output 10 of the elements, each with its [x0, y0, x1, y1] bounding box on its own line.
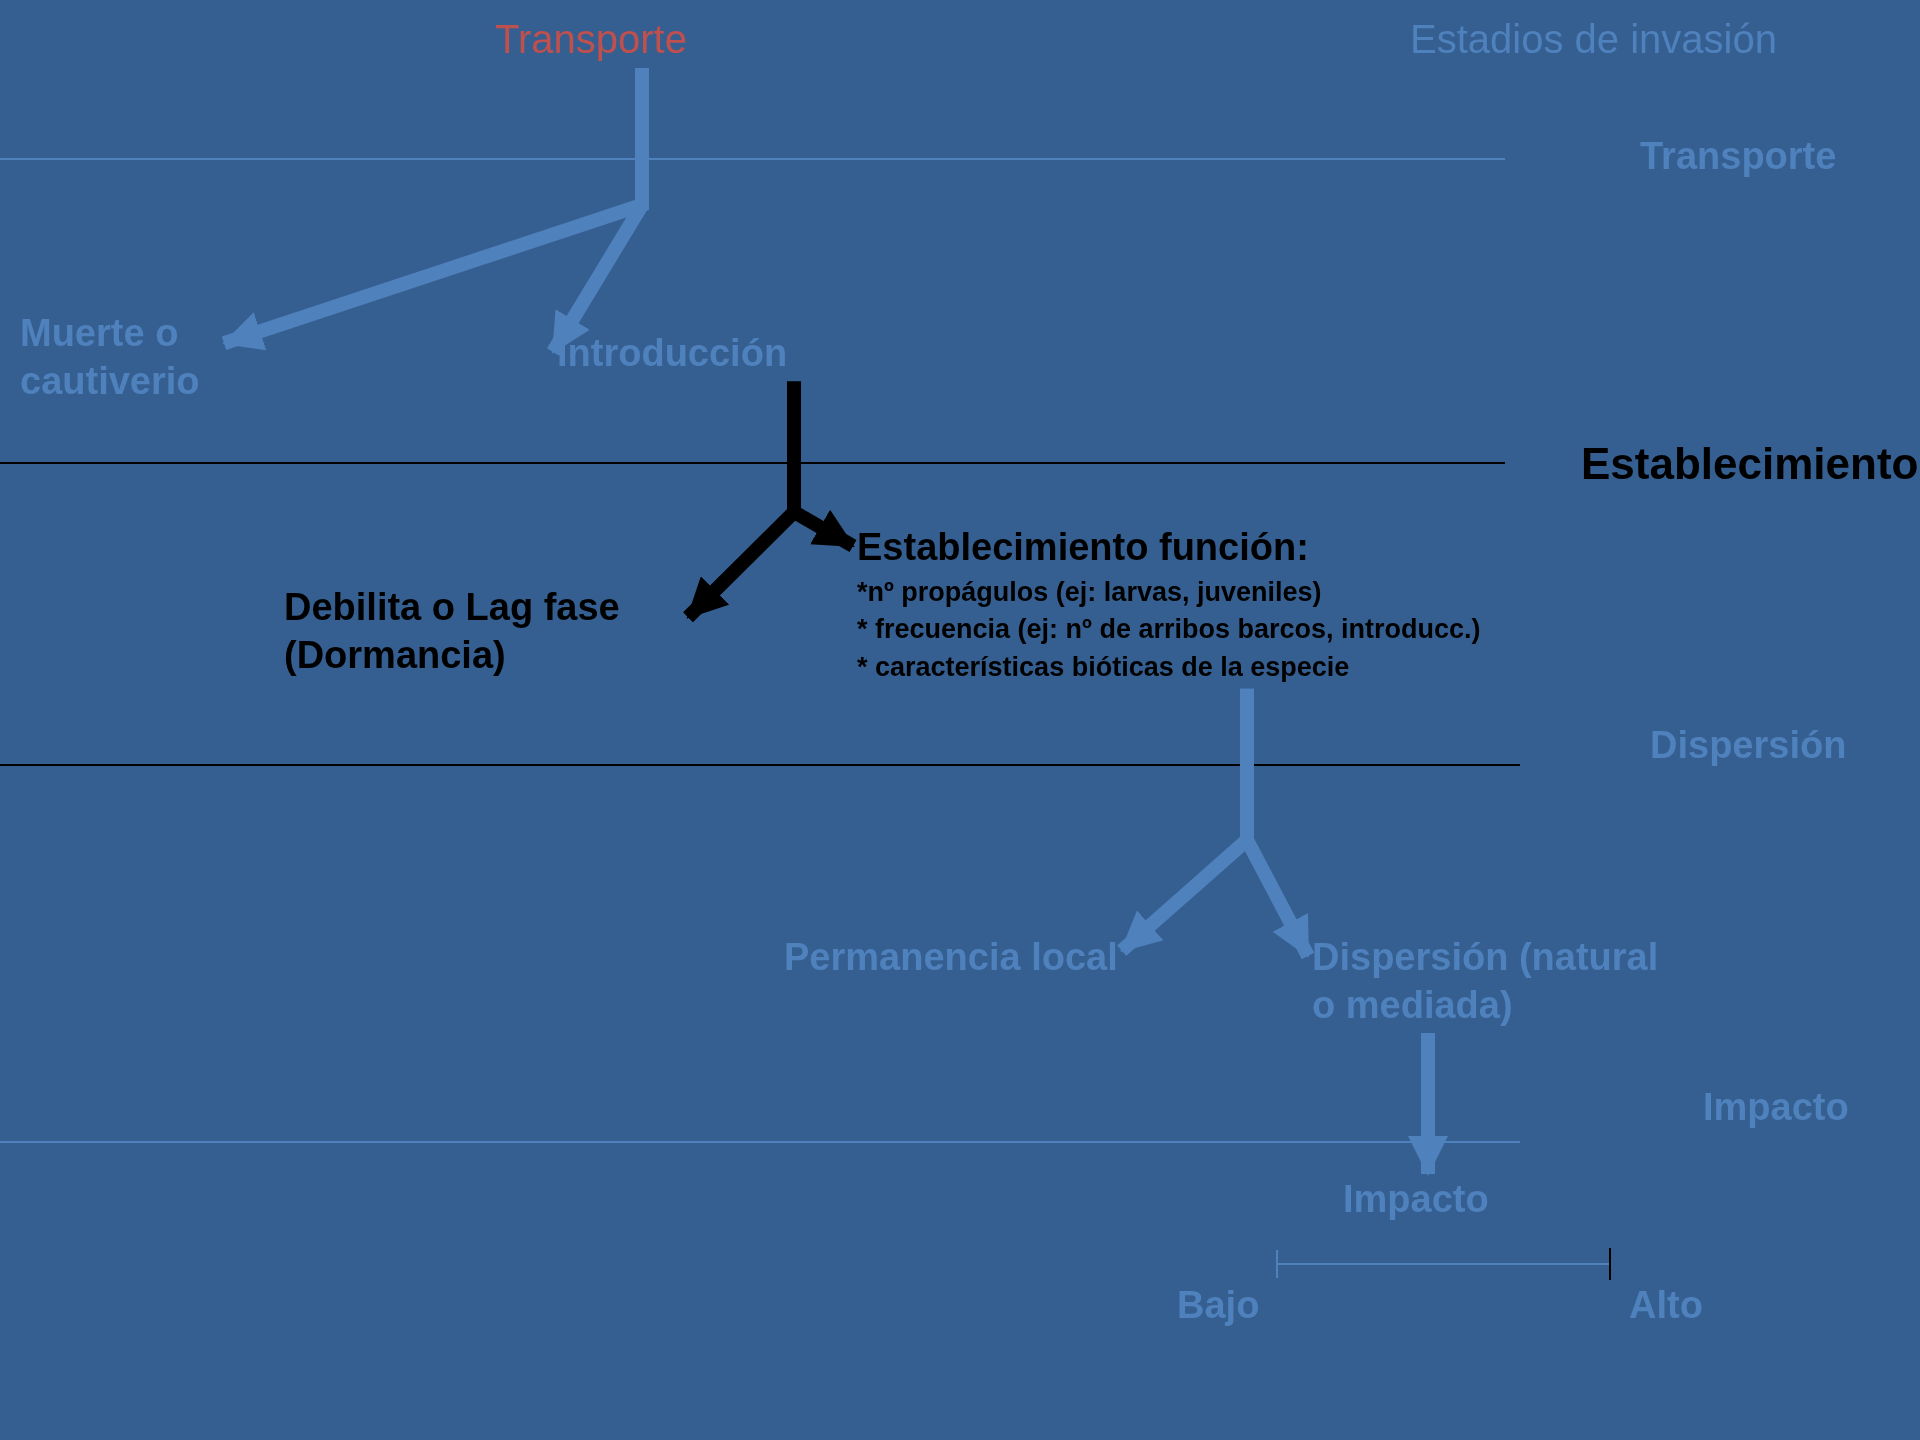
stage-label: Debilita o Lag fase (Dormancia): [284, 584, 684, 679]
stage-label: Transporte: [495, 14, 687, 64]
bullet-text: * frecuencia (ej: nº de arribos barcos, introducc.): [857, 613, 1481, 647]
stage-heading: Establecimiento: [1581, 438, 1919, 490]
node-heading: Establecimiento función:: [857, 525, 1309, 570]
arrow: [1240, 688, 1315, 960]
bullet-text: * características bióticas de la especie: [857, 651, 1350, 684]
arrow: [787, 381, 857, 553]
arrow: [1408, 1033, 1448, 1176]
bullet-text: *nº propágulos (ej: larvas, juveniles): [857, 575, 1322, 609]
